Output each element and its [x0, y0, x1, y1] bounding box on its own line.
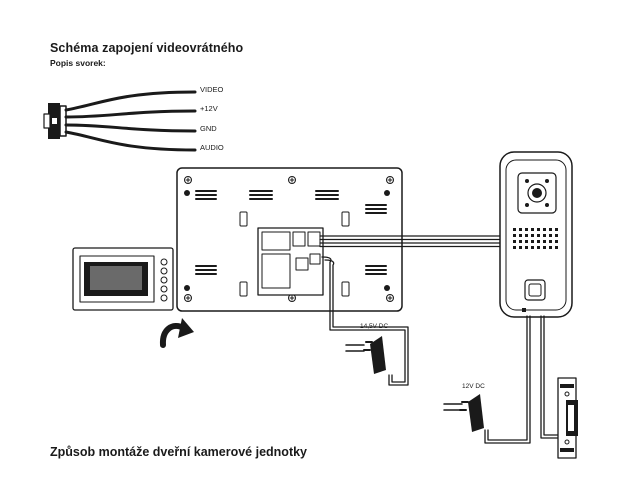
terminal-label-video: VIDEO	[200, 85, 224, 94]
monitor-front-view	[72, 247, 174, 311]
speaker-grille	[513, 228, 558, 249]
signal-cable	[319, 235, 506, 248]
terminal-description-heading: Popis svorek:	[50, 58, 106, 68]
terminal-label-gnd: GND	[200, 124, 217, 133]
diagram-title: Schéma zapojení videovrátného	[50, 41, 244, 55]
lock-cable	[484, 315, 561, 444]
four-pin-connector	[43, 103, 67, 139]
terminal-label-audio: AUDIO	[200, 143, 224, 152]
lock-power-adapter	[443, 394, 484, 432]
electric-door-strike	[557, 377, 578, 459]
monitor-power-adapter	[345, 336, 386, 374]
lock-psu-label: 12V DC	[462, 383, 485, 390]
mounting-section-title: Způsob montáže dveřní kamerové jednotky	[50, 445, 308, 459]
rotate-arrow-icon	[159, 318, 194, 348]
monitor-power-cable	[321, 256, 409, 386]
door-camera-unit	[499, 151, 573, 318]
terminal-label-12v: +12V	[200, 104, 218, 113]
connector-wires	[64, 90, 197, 152]
